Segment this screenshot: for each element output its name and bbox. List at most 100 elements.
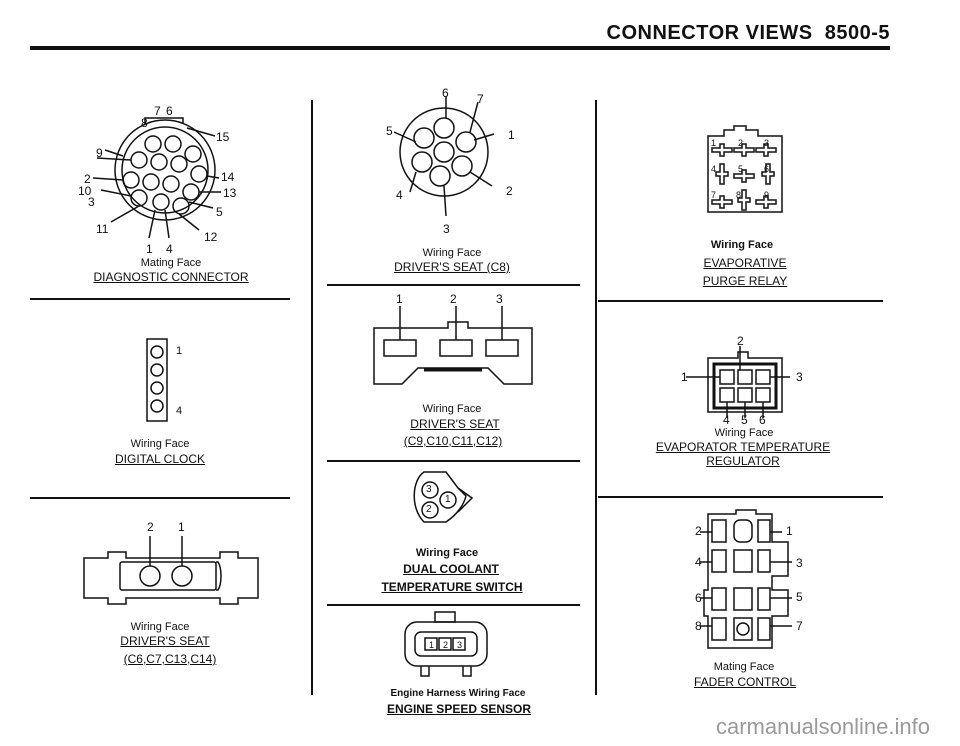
pin-label: 1 (445, 494, 451, 505)
pin-label: 4 (166, 242, 173, 256)
pin-label: 11 (96, 222, 109, 236)
pin-label: 3 (764, 138, 770, 148)
pin-label: 13 (223, 186, 237, 200)
pin-label: 14 (221, 170, 235, 184)
pin-label: 1 (508, 128, 515, 142)
seat-c8-face-caption: Wiring Face (422, 247, 482, 259)
fader-face-caption: Mating Face (713, 661, 775, 673)
seat-c6-face-caption: Wiring Face (130, 621, 190, 633)
diagnostic-connector-diagram (92, 117, 221, 239)
pin-label: 10 (78, 184, 92, 198)
pin-label: 3 (796, 370, 803, 384)
pin-label: 4 (723, 413, 730, 427)
pin-label: 6 (166, 104, 173, 118)
watermark-text: carmanualsonline.info (715, 714, 930, 739)
engine-speed-title: ENGINE SPEED SENSOR (386, 702, 532, 716)
pin-label: 6 (442, 86, 449, 100)
purge-face-caption: Wiring Face (710, 239, 774, 251)
header-rule (30, 46, 890, 50)
pin-label: 1 (176, 345, 183, 357)
pin-label: 2 (84, 172, 91, 186)
drivers-seat-c8-connector-diagram (393, 96, 495, 217)
pin-label: 2 (443, 640, 449, 650)
diagnostic-face-caption: Mating Face (140, 257, 202, 269)
pin-label: 6 (764, 164, 770, 174)
pin-label: 15 (216, 130, 230, 144)
clock-face-caption: Wiring Face (130, 438, 190, 450)
pin-label: 4 (176, 405, 183, 417)
row-divider (30, 497, 290, 499)
row-divider (327, 460, 580, 462)
pin-label: 5 (216, 205, 223, 219)
pin-label: 3 (457, 640, 463, 650)
engine-speed-connector-diagram (404, 611, 488, 677)
pin-label: 1 (396, 292, 403, 306)
purge-title-line1: EVAPORATIVE (703, 256, 787, 270)
pin-label: 2 (738, 138, 744, 148)
seat-c6-title: DRIVER'S SEAT (120, 634, 210, 648)
pin-label: 7 (477, 92, 484, 106)
row-divider (327, 604, 580, 606)
digital-clock-connector-diagram (146, 338, 168, 422)
pin-label: 2 (506, 184, 513, 198)
pin-label: 5 (741, 413, 748, 427)
pin-label: 7 (711, 190, 717, 200)
seat-c6-codes: (C6,C7,C13,C14) (123, 652, 217, 666)
seat-c9-codes: (C9,C10,C11,C12) (403, 434, 503, 448)
pin-label: 1 (786, 524, 793, 538)
pin-label: 3 (796, 556, 803, 570)
drivers-seat-c9-connector-diagram (373, 306, 533, 385)
fader-control-title: FADER CONTROL (693, 675, 796, 689)
pin-label: 3 (88, 195, 95, 209)
pin-label: 2 (450, 292, 457, 306)
evap-face-caption: Wiring Face (714, 427, 774, 439)
coolant-switch-connector-diagram (413, 471, 474, 523)
pin-label: 3 (443, 222, 450, 236)
pin-label: 2 (426, 504, 432, 515)
pin-label: 1 (681, 370, 688, 384)
pin-label: 1 (429, 640, 435, 650)
coolant-title-line2: TEMPERATURE SWITCH (381, 580, 523, 594)
pin-label: 2 (737, 334, 744, 348)
seat-c8-title: DRIVER'S SEAT (C8) (394, 260, 510, 274)
coolant-face-caption: Wiring Face (415, 547, 479, 559)
row-divider (598, 300, 883, 302)
digital-clock-title: DIGITAL CLOCK (114, 452, 206, 466)
page-title: CONNECTOR VIEWS (606, 22, 813, 44)
fader-control-connector-diagram (700, 509, 792, 649)
engine-speed-face-caption: Engine Harness Wiring Face (390, 688, 526, 699)
pin-label: 1 (711, 138, 717, 148)
evap-regulator-connector-diagram (686, 346, 790, 418)
pin-label: 7 (154, 104, 161, 118)
drivers-seat-c6-connector-diagram (83, 536, 259, 605)
pin-label: 2 (695, 524, 702, 538)
coolant-title-line1: DUAL COOLANT (403, 562, 499, 576)
evap-regulator-title: EVAPORATOR TEMPERATURE REGULATOR (655, 440, 831, 468)
pin-label: 1 (178, 520, 185, 534)
page-number: 8500-5 (824, 22, 890, 44)
pin-label: 12 (204, 230, 218, 244)
pin-label: 7 (796, 619, 803, 633)
pin-label: 9 (764, 190, 770, 200)
column-divider-left (311, 100, 313, 695)
row-divider (598, 496, 883, 498)
pin-label: 3 (496, 292, 503, 306)
seat-c9-title: DRIVER'S SEAT (410, 417, 500, 431)
pin-label: 2 (147, 520, 154, 534)
pin-label: 8 (736, 190, 742, 200)
pin-label: 1 (146, 242, 153, 256)
pin-label: 4 (711, 164, 717, 174)
pin-label: 5 (386, 124, 393, 138)
row-divider (327, 284, 580, 286)
column-divider-right (595, 100, 597, 695)
pin-label: 6 (759, 413, 766, 427)
pin-label: 4 (695, 555, 702, 569)
pin-label: 5 (796, 590, 803, 604)
pin-label: 8 (141, 116, 148, 130)
pin-label: 3 (426, 484, 432, 495)
page-header: CONNECTOR VIEWS 8500-5 (607, 22, 890, 45)
purge-title-line2: PURGE RELAY (702, 274, 788, 288)
diagnostic-connector-title: DIAGNOSTIC CONNECTOR (93, 270, 249, 284)
pin-label: 9 (96, 146, 103, 160)
purge-relay-connector-diagram (707, 125, 783, 213)
